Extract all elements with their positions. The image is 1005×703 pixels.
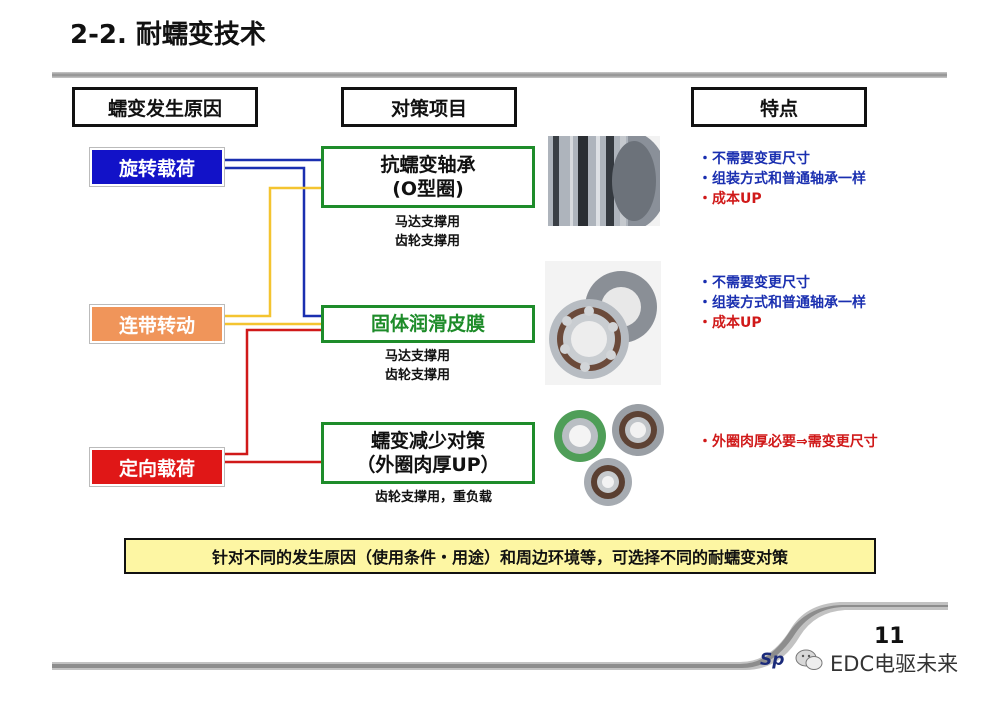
footer-swoosh (52, 602, 948, 670)
feature-item: ・成本UP (698, 315, 762, 331)
usage-line1: 马达支撑用 (395, 215, 461, 230)
feature-list: ・不需要变更尺寸 ・组装方式和普通轴承一样 ・成本UP (698, 149, 866, 209)
measure-creep-reduction: 蠕变减少对策 （外圈肉厚UP） (321, 422, 535, 484)
feature-item: ・外圈肉厚必要⇒需变更尺寸 (698, 434, 878, 450)
measure-line1: 固体润滑皮膜 (370, 313, 485, 335)
measure-line1: 蠕变减少对策 (370, 430, 485, 452)
usage-line2: 齿轮支撑用 (395, 234, 461, 249)
feature-item: ・组装方式和普通轴承一样 (698, 171, 866, 187)
solid-lubricant-bearing-image (545, 261, 661, 385)
slide-title: 2-2. 耐蠕变技术 (70, 20, 266, 50)
title-divider (52, 72, 947, 78)
feature-item: ・不需要变更尺寸 (698, 275, 810, 291)
feature-item: ・成本UP (698, 191, 762, 207)
line-yellow-1 (224, 186, 322, 318)
page-number: 11 (874, 624, 905, 649)
line-red-1 (224, 328, 322, 456)
o-ring-bearing-image (548, 136, 660, 226)
measure-solid-lubricant-film: 固体润滑皮膜 (321, 305, 535, 343)
measure-usage: 马达支撑用 齿轮支撑用 (395, 213, 460, 251)
measure-usage: 马达支撑用 齿轮支撑用 (385, 347, 450, 385)
header-measure: 对策项目 (341, 87, 517, 127)
measure-line1: 抗蠕变轴承 (380, 154, 476, 176)
cause-rotation-load: 旋转载荷 (90, 148, 224, 186)
measure-line2: （外圈肉厚UP） (356, 454, 500, 476)
thick-outer-ring-bearings-image (550, 400, 668, 508)
feature-item: ・不需要变更尺寸 (698, 151, 810, 167)
usage-line1: 马达支撑用 (385, 349, 451, 364)
watermark-text: EDC电驱未来 (830, 652, 959, 676)
feature-item: ・组装方式和普通轴承一样 (698, 295, 866, 311)
feature-list: ・外圈肉厚必要⇒需变更尺寸 (698, 432, 878, 452)
header-feature: 特点 (691, 87, 867, 127)
line-blue-2 (224, 166, 322, 318)
measure-creep-resistant-bearing: 抗蠕变轴承 (O型圈) (321, 146, 535, 208)
measure-usage: 齿轮支撑用，重负载 (375, 488, 492, 507)
measure-line2: (O型圈) (392, 178, 464, 200)
cause-directional-load: 定向载荷 (90, 448, 224, 486)
usage-line2: 齿轮支撑用 (385, 368, 451, 383)
header-cause: 蠕变发生原因 (72, 87, 258, 127)
cause-co-rotation: 连带转动 (90, 305, 224, 343)
summary-box: 针对不同的发生原因（使用条件・用途）和周边环境等，可选择不同的耐蠕变对策 (124, 538, 876, 574)
usage-line1: 齿轮支撑用，重负载 (375, 490, 493, 505)
wechat-icon (795, 649, 823, 670)
feature-list: ・不需要变更尺寸 ・组装方式和普通轴承一样 ・成本UP (698, 273, 866, 333)
brand-text: Sp (760, 650, 785, 670)
